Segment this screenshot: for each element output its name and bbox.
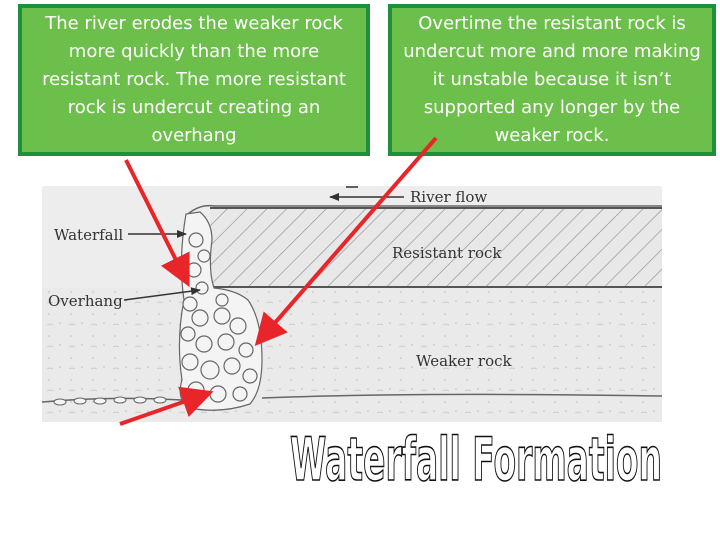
overhang-label: Overhang <box>48 292 123 310</box>
title-heading: Waterfall Formation <box>286 418 666 498</box>
river-flow-label: River flow <box>410 188 487 206</box>
weaker-rock-label: Weaker rock <box>416 352 513 370</box>
waterfall-label: Waterfall <box>54 226 123 244</box>
resistant-rock-label: Resistant rock <box>392 244 502 262</box>
title-text: Waterfall Formation <box>290 425 662 495</box>
